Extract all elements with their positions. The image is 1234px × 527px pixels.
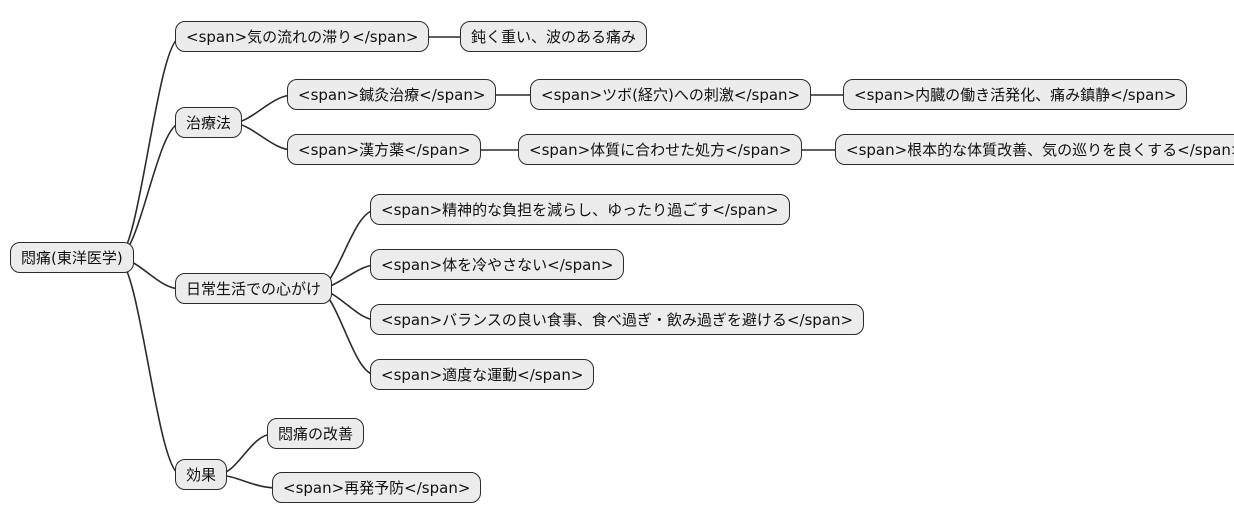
edge-root-to-effects (116, 257, 182, 476)
node-reduce-stress: <span>精神的な負担を減らし、ゆったり過ごす</span> (370, 194, 790, 225)
node-treatment: 治療法 (175, 107, 243, 138)
node-qi-stagnation: <span>気の流れの滞り</span> (175, 21, 430, 52)
node-constitution-improvement: <span>根本的な体質改善、気の巡りを良くする</span> (835, 134, 1234, 165)
node-moderate-exercise: <span>適度な運動</span> (370, 359, 595, 390)
node-tsubo-stimulation: <span>ツボ(経穴)への刺激</span> (530, 79, 812, 110)
node-tailored-prescription: <span>体質に合わせた処方</span> (518, 134, 803, 165)
node-acupuncture: <span>鍼灸治療</span> (287, 79, 497, 110)
node-balanced-diet: <span>バランスの良い食事、食べ過ぎ・飲み過ぎを避ける</span> (370, 304, 865, 335)
node-daily-life-tips: 日常生活での心がけ (175, 273, 333, 304)
node-pain-improvement: 悶痛の改善 (267, 418, 365, 449)
node-organ-activation: <span>内臓の働き活発化、痛み鎮静</span> (843, 79, 1188, 110)
node-keep-warm: <span>体を冷やさない</span> (370, 249, 625, 280)
node-relapse-prevention: <span>再発予防</span> (272, 472, 482, 503)
node-dull-heavy-pain: 鈍く重い、波のある痛み (460, 21, 648, 52)
node-effects: 効果 (175, 459, 228, 490)
edge-root-to-qi-stagnation (116, 36, 182, 259)
node-root: 悶痛(東洋医学) (10, 242, 134, 273)
node-kampo: <span>漢方薬</span> (287, 134, 482, 165)
